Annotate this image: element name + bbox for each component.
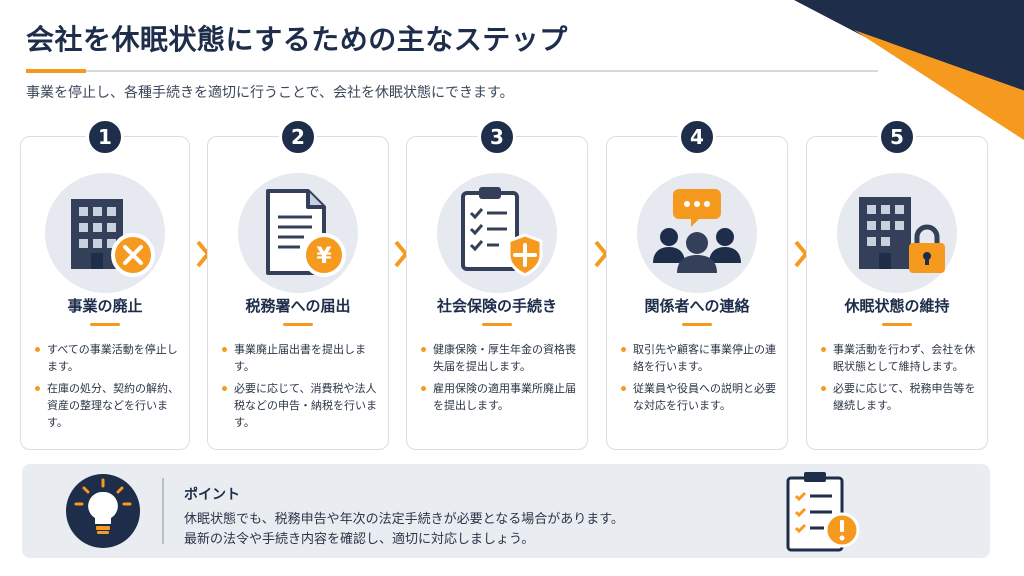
- point-text-line: 最新の法令や手続き内容を確認し、適切に対応しましょう。: [184, 532, 535, 547]
- people-chat-icon: [637, 173, 757, 293]
- list-item: 事業廃止届出書を提出します。: [220, 341, 380, 375]
- step-card-4: 関係者への連絡 取引先や顧客に事業停止の連絡を行います。 従業員や役員への説明と…: [606, 136, 788, 450]
- list-item: 雇用保険の適用事業所廃止届を提出します。: [419, 380, 579, 414]
- point-text-line: 休眠状態でも、税務申告や年次の法定手続きが必要となる場合があります。: [184, 512, 624, 527]
- step-card-1: 事業の廃止 すべての事業活動を停止します。 在庫の処分、契約の解約、資産の整理な…: [20, 136, 190, 450]
- step-title: 事業の廃止: [67, 297, 143, 315]
- step-title-accent: [283, 323, 313, 326]
- point-divider: [162, 478, 164, 544]
- list-item: すべての事業活動を停止します。: [33, 341, 181, 375]
- clipboard-shield-icon: [437, 173, 557, 293]
- step-bullet-list: 事業廃止届出書を提出します。 必要に応じて、消費税や法人税などの申告・納税を行い…: [220, 341, 380, 436]
- step-bullet-list: 健康保険・厚生年金の資格喪失届を提出します。 雇用保険の適用事業所廃止届を提出し…: [419, 341, 579, 419]
- step-title: 休眠状態の維持: [844, 297, 950, 315]
- step-card-3: 社会保険の手続き 健康保険・厚生年金の資格喪失届を提出します。 雇用保険の適用事…: [406, 136, 588, 450]
- step-number-badge-2: 2: [279, 118, 317, 156]
- building-lock-icon: [837, 173, 957, 293]
- step-number-badge-1: 1: [86, 118, 124, 156]
- point-panel: ポイント 休眠状態でも、税務申告や年次の法定手続きが必要となる場合があります。 …: [22, 464, 990, 558]
- step-bullet-list: すべての事業活動を停止します。 在庫の処分、契約の解約、資産の整理などを行います…: [33, 341, 181, 436]
- lightbulb-icon: [66, 474, 140, 548]
- svg-text:¥: ¥: [316, 244, 332, 269]
- title-accent-bar: [26, 69, 86, 73]
- step-title: 税務署への届出: [245, 297, 351, 315]
- step-title: 社会保険の手続き: [436, 297, 557, 315]
- step-bullet-list: 事業活動を行わず、会社を休眠状態として維持します。 必要に応じて、税務申告等を継…: [819, 341, 979, 419]
- step-title-accent: [90, 323, 120, 326]
- step-title-accent: [682, 323, 712, 326]
- list-item: 従業員や役員への説明と必要な対応を行います。: [619, 380, 779, 414]
- step-card-5: 休眠状態の維持 事業活動を行わず、会社を休眠状態として維持します。 必要に応じて…: [806, 136, 988, 450]
- step-number-badge-4: 4: [678, 118, 716, 156]
- step-title-accent: [882, 323, 912, 326]
- list-item: 取引先や顧客に事業停止の連絡を行います。: [619, 341, 779, 375]
- step-number-badge-3: 3: [478, 118, 516, 156]
- list-item: 必要に応じて、消費税や法人税などの申告・納税を行います。: [220, 380, 380, 431]
- checklist-warning-icon: [786, 472, 860, 552]
- list-item: 在庫の処分、契約の解約、資産の整理などを行います。: [33, 380, 181, 431]
- step-bullet-list: 取引先や顧客に事業停止の連絡を行います。 従業員や役員への説明と必要な対応を行い…: [619, 341, 779, 419]
- step-card-2: ¥ 税務署への届出 事業廃止届出書を提出します。 必要に応じて、消費税や法人税な…: [207, 136, 389, 450]
- page-title: 会社を休眠状態にするための主なステップ: [26, 23, 568, 56]
- list-item: 必要に応じて、税務申告等を継続します。: [819, 380, 979, 414]
- step-title: 関係者への連絡: [644, 297, 750, 315]
- list-item: 事業活動を行わず、会社を休眠状態として維持します。: [819, 341, 979, 375]
- step-title-accent: [482, 323, 512, 326]
- step-number-badge-5: 5: [878, 118, 916, 156]
- title-divider: [26, 70, 878, 72]
- point-title: ポイント: [184, 487, 240, 503]
- page-subtitle: 事業を停止し、各種手続きを適切に行うことで、会社を休眠状態にできます。: [26, 85, 514, 101]
- building-with-cancel-icon: [45, 173, 165, 293]
- list-item: 健康保険・厚生年金の資格喪失届を提出します。: [419, 341, 579, 375]
- document-yen-icon: ¥: [238, 173, 358, 293]
